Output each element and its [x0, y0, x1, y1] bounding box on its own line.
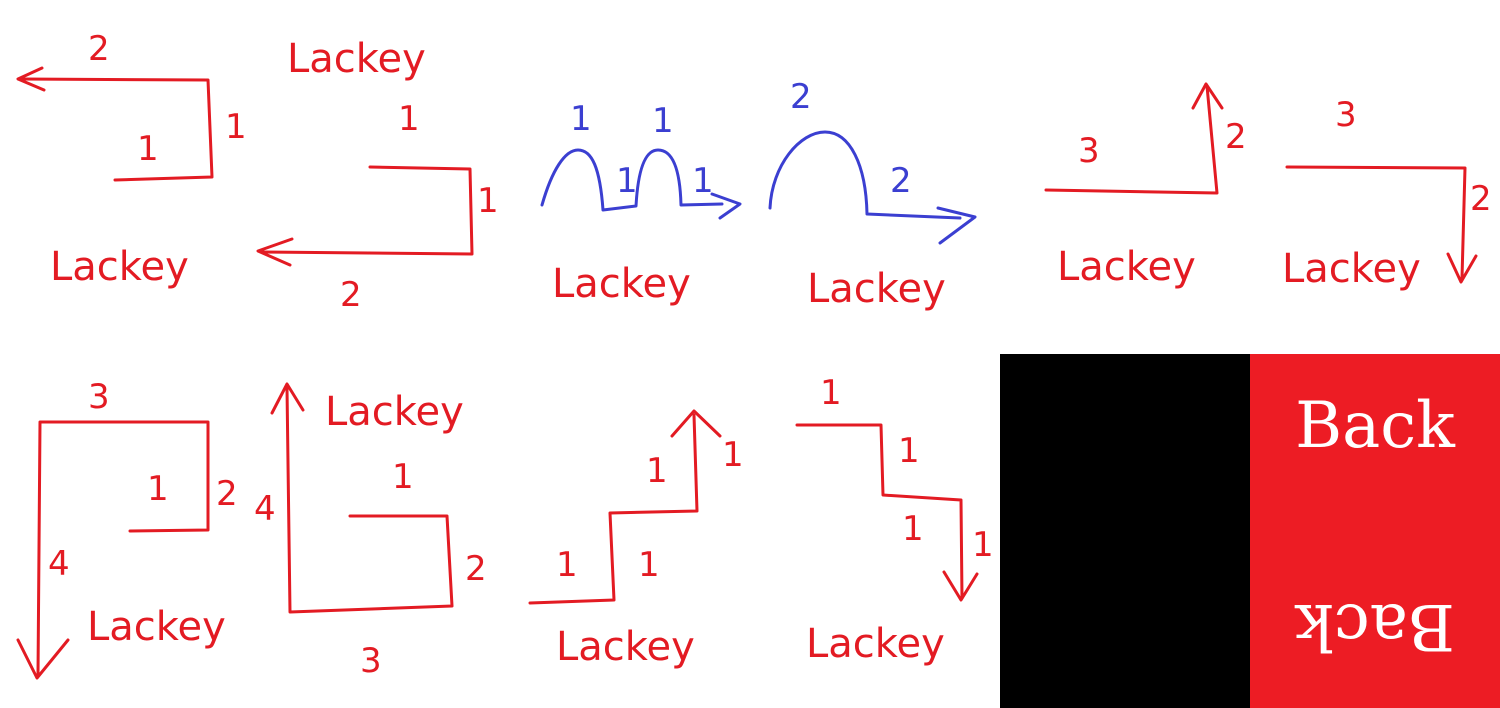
arrowhead-up-icon: [270, 382, 305, 415]
step-number: 1: [392, 457, 414, 497]
step-number: 1: [652, 101, 674, 141]
diagram-6: 3 2 Lackey: [1282, 95, 1492, 292]
arrowhead-down-icon: [16, 638, 70, 680]
diagram-10: 1 1 1 1 Lackey: [795, 373, 994, 667]
lackey-label: Lackey: [807, 266, 946, 312]
step-number: 1: [556, 545, 578, 585]
step-number: 1: [692, 161, 714, 201]
diagram-5: 3 2 Lackey: [1044, 82, 1247, 290]
step-number: 2: [340, 275, 362, 315]
movement-path: [285, 386, 454, 614]
arrowhead-right-icon: [710, 192, 742, 220]
step-number: 2: [88, 29, 110, 69]
diagram-7: 3 1 2 4 Lackey: [16, 377, 238, 680]
lackey-label: Lackey: [50, 244, 189, 290]
diagram-9: 1 1 1 1 Lackey: [528, 409, 744, 670]
lackey-label: Lackey: [806, 621, 945, 667]
card-back-black: [1000, 354, 1250, 708]
step-number: 3: [1335, 95, 1357, 135]
diagram-2: Lackey 1 1 2: [256, 36, 499, 315]
arrowhead-right-icon: [936, 206, 977, 245]
jump-path: [540, 148, 724, 212]
movement-path: [795, 423, 964, 600]
step-number: 3: [1078, 131, 1100, 171]
lackey-label: Lackey: [1282, 246, 1421, 292]
step-number: 1: [570, 99, 592, 139]
jump-path: [768, 130, 962, 220]
arrowhead-down-icon: [942, 570, 979, 602]
card-back-red: Back Back: [1250, 354, 1500, 708]
lackey-label: Lackey: [87, 604, 226, 650]
step-number: 1: [147, 469, 169, 509]
step-number: 1: [398, 99, 420, 139]
step-number: 1: [137, 129, 159, 169]
step-number: 2: [216, 474, 238, 514]
arrowhead-down-icon: [1446, 252, 1478, 284]
movement-path: [1285, 165, 1467, 280]
card-back-text: Back: [1295, 389, 1455, 463]
step-number: 1: [972, 525, 994, 565]
step-number: 1: [477, 181, 499, 221]
step-number: 2: [790, 77, 812, 117]
step-number: 4: [254, 489, 276, 529]
step-number: 2: [890, 161, 912, 201]
arrowhead-left-icon: [16, 66, 46, 92]
movement-path: [36, 420, 210, 677]
movement-path: [260, 165, 474, 256]
lackey-label: Lackey: [552, 261, 691, 307]
card-back-text-inverted: Back: [1295, 589, 1455, 663]
step-number: 4: [48, 544, 70, 584]
step-number: 2: [1470, 179, 1492, 219]
step-number: 1: [902, 509, 924, 549]
step-number: 1: [616, 161, 638, 201]
lackey-label: Lackey: [1057, 244, 1196, 290]
step-number: 1: [898, 431, 920, 471]
lackey-label: Lackey: [556, 624, 695, 670]
step-number: 1: [820, 373, 842, 413]
lackey-label: Lackey: [325, 389, 464, 435]
movement-path: [528, 413, 699, 605]
arrowhead-up-icon: [670, 409, 722, 438]
step-number: 1: [638, 545, 660, 585]
diagram-1: 2 1 1 Lackey: [16, 29, 247, 290]
diagram-4: 2 2 Lackey: [768, 77, 977, 312]
movement-path: [18, 77, 214, 182]
step-number: 2: [465, 549, 487, 589]
arrowhead-left-icon: [256, 237, 294, 267]
step-number: 3: [88, 377, 110, 417]
step-number: 3: [360, 641, 382, 681]
step-number: 1: [225, 107, 247, 147]
lackey-label: Lackey: [287, 36, 426, 82]
step-number: 1: [646, 451, 668, 491]
diagram-8: Lackey 4 1 2 3: [254, 382, 487, 681]
movement-path: [1044, 84, 1219, 195]
step-number: 1: [722, 435, 744, 475]
arrowhead-up-icon: [1191, 82, 1224, 110]
diagram-3: 1 1 1 1 Lackey: [540, 99, 742, 307]
step-number: 2: [1225, 117, 1247, 157]
